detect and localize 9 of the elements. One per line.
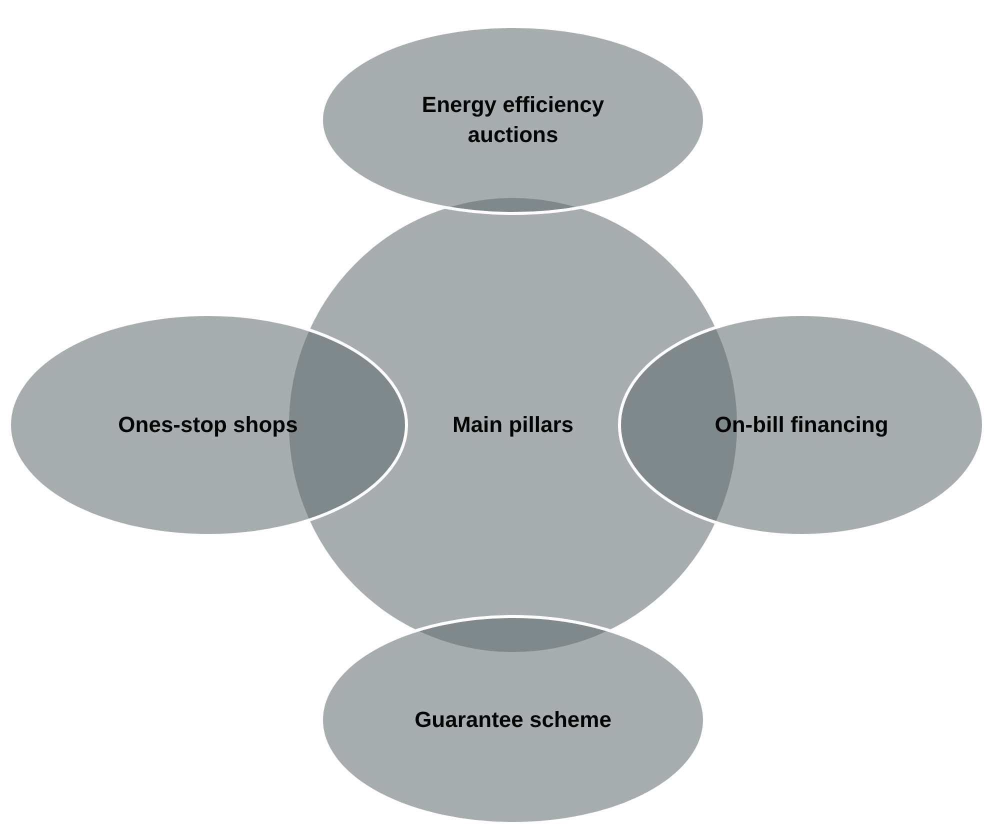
ellipse-shape — [320, 615, 706, 825]
ellipse-label: On-bill financing — [714, 411, 888, 439]
ellipse-shape — [320, 25, 706, 215]
ellipse-label: Energy efficiency auctions — [420, 91, 606, 149]
ellipse-shape — [618, 313, 985, 537]
ellipse-shape — [8, 313, 408, 537]
ellipse-label: Guarantee scheme — [414, 706, 612, 734]
ellipse-label: Ones-stop shops — [118, 411, 298, 439]
ellipse-label: Main pillars — [452, 411, 574, 439]
